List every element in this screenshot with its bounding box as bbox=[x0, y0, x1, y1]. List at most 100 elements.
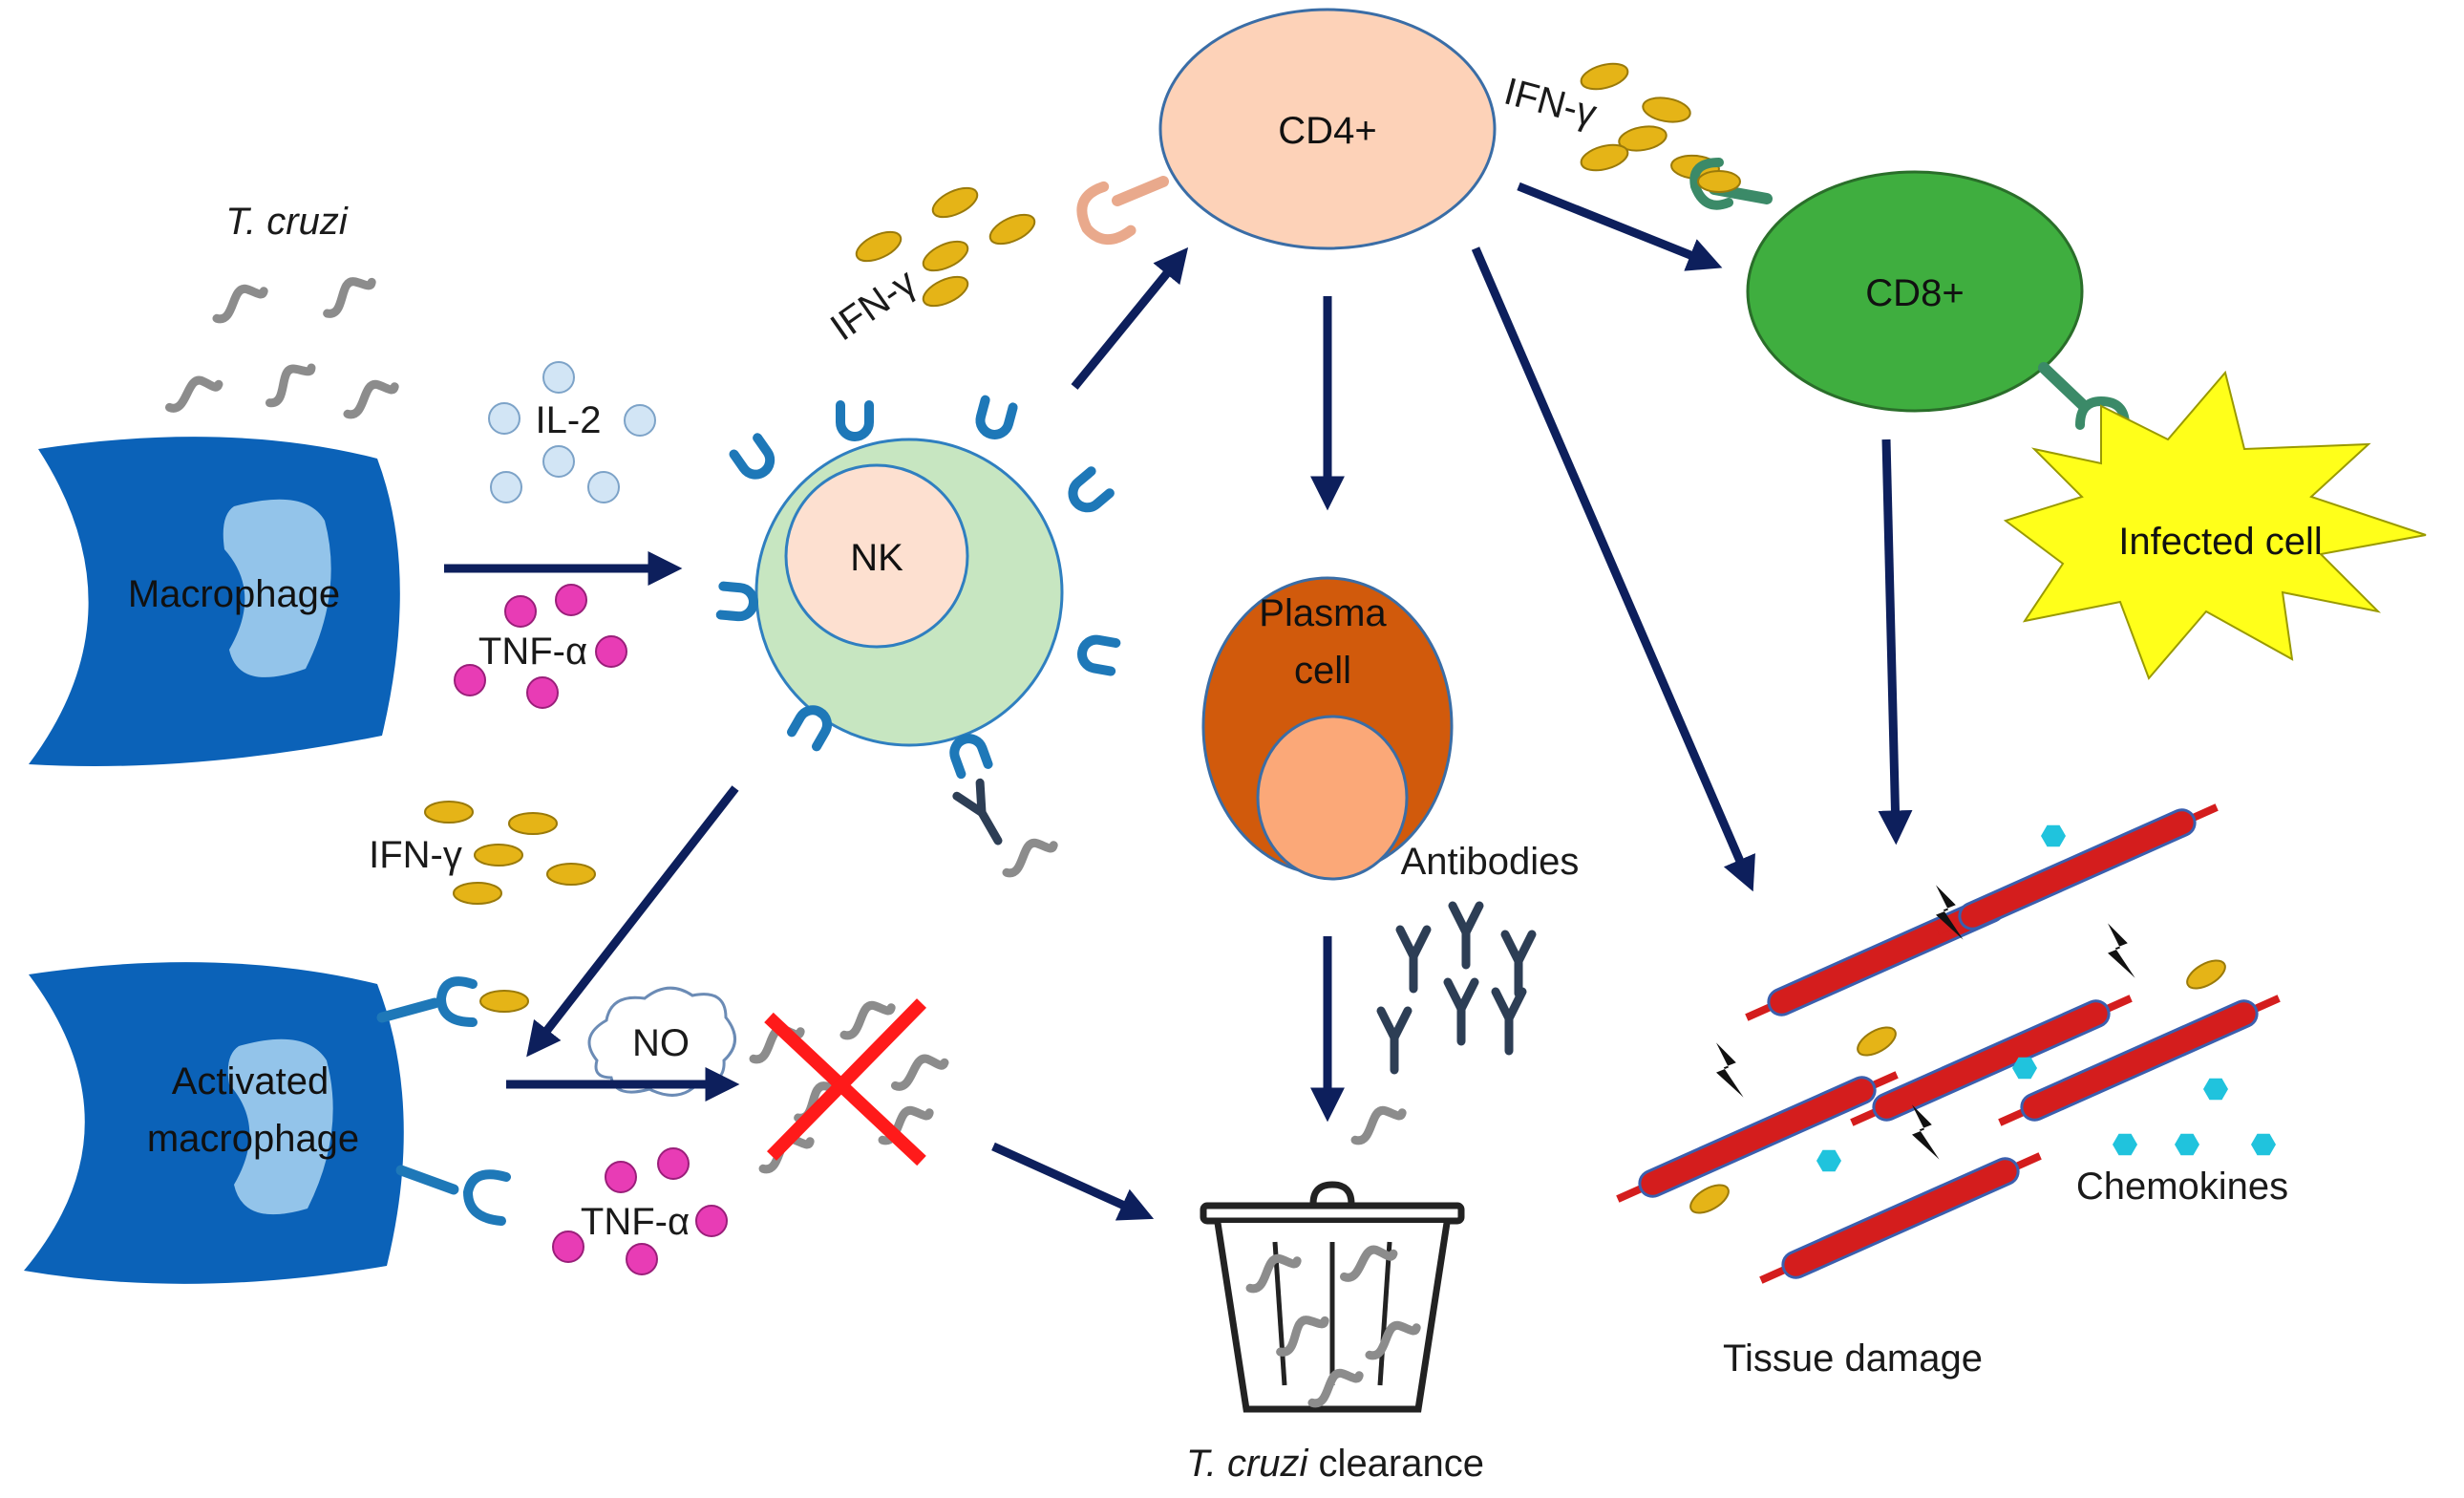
ifn-gamma-molecule bbox=[474, 844, 523, 867]
activated-macrophage-label-line1: Activated bbox=[172, 1060, 329, 1102]
t-cruzi-parasite bbox=[1000, 837, 1057, 875]
arrow-parasites-to-clearance bbox=[991, 1142, 1155, 1221]
muscle-fiber bbox=[2000, 998, 2279, 1123]
antibodies-label: Antibodies bbox=[1401, 841, 1580, 883]
t-cruzi-parasite bbox=[341, 378, 398, 417]
antibody-group bbox=[1349, 906, 1532, 1142]
cross-mark-icon bbox=[764, 998, 926, 1166]
antibody-icon bbox=[1505, 934, 1532, 994]
infected-cell-burst bbox=[2003, 370, 2427, 680]
activated-macrophage-receptor-top bbox=[376, 976, 529, 1027]
ifn-gamma-group-nk: IFN-γ bbox=[823, 186, 1036, 349]
receptor-icon bbox=[734, 438, 776, 480]
cd4-label: CD4+ bbox=[1278, 110, 1376, 152]
cd8-cell: CD8+ bbox=[1689, 158, 2130, 430]
ifn-gamma-mid-label: IFN-γ bbox=[369, 834, 462, 876]
damage-bolt-icon bbox=[1716, 1042, 1744, 1098]
nk-label: NK bbox=[850, 537, 903, 579]
antibody-icon bbox=[1400, 930, 1427, 989]
il2-molecule bbox=[542, 445, 575, 478]
killed-parasites bbox=[747, 999, 947, 1171]
tnf-alpha-bottom-label: TNF-α bbox=[581, 1201, 690, 1243]
t-cruzi-parasite bbox=[164, 375, 222, 410]
t-cruzi-parasite bbox=[261, 360, 317, 405]
plasma-cell-label-line1: Plasma bbox=[1259, 592, 1387, 634]
ifn-gamma-molecule bbox=[424, 801, 474, 824]
nk-cell-nucleus bbox=[784, 463, 969, 649]
activated-macrophage-label-line2: macrophage bbox=[147, 1118, 359, 1160]
cd8-cell-body bbox=[1746, 170, 2084, 413]
il2-label: IL-2 bbox=[536, 399, 602, 441]
tnf-alpha-molecule bbox=[605, 1161, 637, 1193]
receptor-icon bbox=[792, 705, 832, 747]
arrow-nk-to-activated-macrophage bbox=[526, 785, 739, 1058]
activated-macrophage-nucleus bbox=[227, 1038, 333, 1215]
il2-molecule bbox=[587, 471, 620, 503]
pathway-arrows bbox=[444, 182, 1913, 1221]
clearance-label: T. cruzi clearance bbox=[1186, 1443, 1484, 1485]
activated-macrophage-receptor-bottom bbox=[395, 1165, 511, 1226]
t-cruzi-top-label: T. cruzi bbox=[225, 201, 349, 243]
muscle-fiber bbox=[1852, 998, 2131, 1123]
trash-bin-icon bbox=[1200, 1181, 1465, 1413]
ifn-gamma-molecule bbox=[922, 240, 969, 272]
receptor-icon bbox=[1067, 471, 1110, 513]
ifn-gamma-group-mid: IFN-γ bbox=[369, 801, 596, 905]
il2-molecule bbox=[542, 361, 575, 394]
antibody-icon bbox=[1448, 982, 1475, 1041]
tnf-alpha-top-label: TNF-α bbox=[478, 631, 587, 673]
muscle-fiber bbox=[1938, 807, 2217, 931]
plasma-cell: Plasma cell bbox=[1201, 576, 1454, 881]
cd8-label: CD8+ bbox=[1865, 272, 1964, 314]
tnf-alpha-molecule bbox=[552, 1230, 584, 1263]
receptor-icon bbox=[1080, 637, 1116, 671]
macrophage: Macrophage bbox=[29, 437, 400, 766]
antibody-icon bbox=[1381, 1011, 1408, 1070]
activated-macrophage: Activated macrophage bbox=[24, 962, 529, 1284]
ifn-gamma-nk-label: IFN-γ bbox=[823, 261, 924, 349]
nk-antibody-bound bbox=[957, 782, 1058, 874]
ifn-gamma-molecule bbox=[855, 230, 903, 263]
tissue-damage bbox=[1618, 807, 2279, 1280]
tnf-alpha-molecule bbox=[504, 595, 537, 628]
arrow-nk-to-cd4 bbox=[1071, 246, 1189, 390]
il2-molecule bbox=[624, 404, 656, 437]
cd4-cell-body bbox=[1158, 8, 1497, 250]
tissue-damage-label: Tissue damage bbox=[1723, 1338, 1983, 1380]
cd4-receptor bbox=[1076, 176, 1169, 246]
t-cruzi-parasite bbox=[319, 274, 376, 316]
ifn-gamma-molecule bbox=[2186, 959, 2226, 990]
ifn-gamma-molecule bbox=[1618, 125, 1667, 152]
arrow-cd4-to-cd8 bbox=[1517, 182, 1723, 271]
chemokine-molecule bbox=[2113, 1133, 2137, 1156]
clearance-label-italic: T. cruzi bbox=[1186, 1443, 1309, 1485]
il2-molecule bbox=[488, 402, 520, 435]
t-cruzi-parasite-group-top bbox=[164, 274, 398, 417]
ifn-gamma-molecule bbox=[546, 863, 596, 886]
tnf-alpha-molecule bbox=[657, 1147, 690, 1180]
antibody-icon bbox=[1496, 992, 1522, 1051]
ifn-gamma-molecule bbox=[1580, 62, 1629, 91]
tnf-alpha-molecule bbox=[526, 676, 559, 709]
tnf-alpha-group-bottom: TNF-α bbox=[552, 1147, 728, 1275]
muscle-fiber bbox=[1761, 1156, 2040, 1280]
ifn-gamma-group-cd4: IFN-γ bbox=[1499, 62, 1720, 181]
ifn-gamma-molecule bbox=[922, 275, 969, 308]
chemokine-molecule bbox=[2251, 1133, 2276, 1156]
infected-cell-label: Infected cell bbox=[2118, 521, 2322, 563]
clearance-label-rest: clearance bbox=[1307, 1443, 1484, 1485]
tnf-alpha-molecule bbox=[454, 664, 486, 696]
infected-cell: Infected cell bbox=[2003, 370, 2427, 680]
ifn-gamma-molecule bbox=[988, 213, 1036, 246]
chemokine-molecule bbox=[2203, 1078, 2228, 1101]
t-cruzi-parasite bbox=[890, 1054, 947, 1088]
macrophage-label: Macrophage bbox=[128, 573, 340, 615]
chemokine-molecule bbox=[2041, 824, 2066, 847]
nk-cell: NK bbox=[721, 400, 1116, 875]
ifn-gamma-molecule bbox=[931, 186, 979, 219]
tnf-alpha-group-top: TNF-α bbox=[454, 584, 627, 709]
arrow-cd8-to-tissue-damage bbox=[1878, 439, 1913, 845]
ifn-gamma-molecule bbox=[453, 882, 502, 905]
cd4-cell: CD4+ bbox=[1076, 8, 1497, 250]
